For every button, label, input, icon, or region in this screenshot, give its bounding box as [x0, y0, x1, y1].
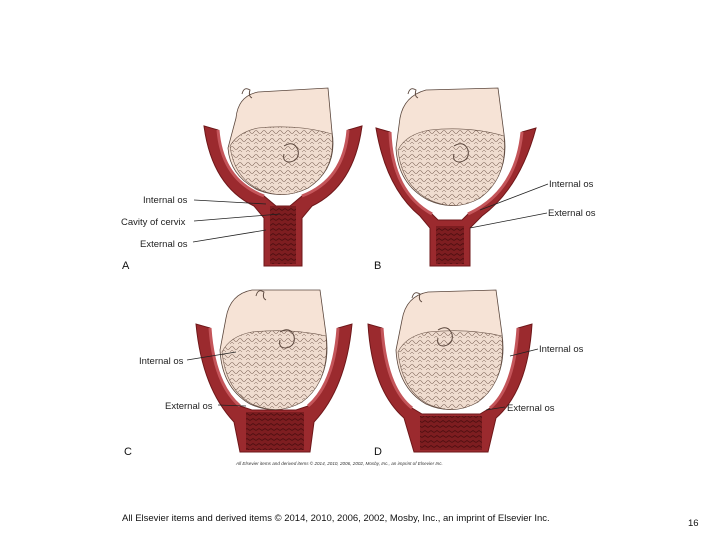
label-external-os: External os: [140, 239, 188, 250]
cervical-canal: [436, 226, 464, 264]
fetal-head: [227, 87, 334, 195]
uterine-wall: [367, 323, 533, 453]
label-internal-os: Internal os: [539, 344, 584, 355]
label-external-os: External os: [507, 403, 555, 414]
fetal-head: [395, 289, 504, 410]
panel-letter: D: [374, 446, 382, 458]
label-external-os: External os: [548, 208, 596, 219]
uterine-wall: [203, 125, 363, 267]
figure-credit: All Elsevier items and derived items © 2…: [235, 460, 443, 466]
panel-a-labels: Internal os Cavity of cervix External os: [121, 195, 281, 250]
cervical-canal: [246, 412, 304, 450]
label-external-os: External os: [165, 401, 213, 412]
uterine-wall: [195, 323, 353, 453]
panel-c-labels: Internal os External os: [139, 351, 247, 412]
uterine-wall: [375, 127, 537, 267]
slide-number: 16: [688, 518, 699, 529]
fetal-head: [395, 87, 506, 206]
ear-icon: [453, 143, 469, 163]
ear-icon: [279, 329, 295, 349]
panel-b: B: [374, 87, 537, 272]
fetal-head: [219, 289, 328, 410]
ear-icon: [283, 143, 299, 163]
panel-a: A: [122, 87, 363, 272]
cervical-canal: [420, 416, 482, 450]
panel-letter: A: [122, 260, 130, 272]
panel-c: C: [124, 289, 353, 458]
panel-letter: B: [374, 260, 381, 272]
label-internal-os: Internal os: [549, 179, 594, 190]
cervical-canal: [270, 206, 296, 264]
panel-d-labels: Internal os External os: [485, 344, 584, 414]
ear-icon: [437, 327, 453, 347]
panel-d: D: [367, 289, 533, 458]
panel-letter: C: [124, 446, 132, 458]
label-internal-os: Internal os: [143, 195, 188, 206]
panel-b-labels: Internal os External os: [469, 179, 596, 229]
label-cavity-of-cervix: Cavity of cervix: [121, 217, 186, 228]
label-internal-os: Internal os: [139, 356, 184, 367]
footer-copyright: All Elsevier items and derived items © 2…: [122, 513, 550, 524]
